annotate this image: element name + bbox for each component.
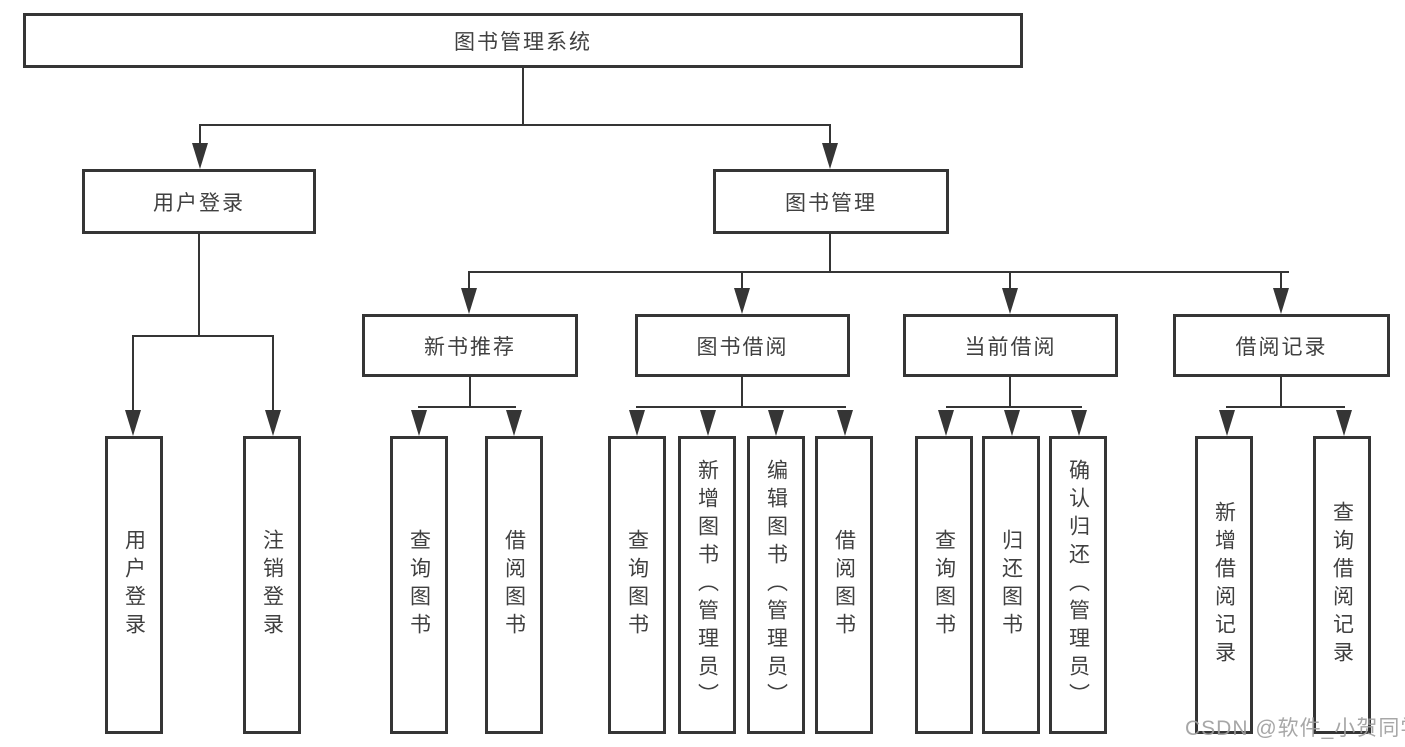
node-book-management: 图书管理 (713, 169, 949, 234)
arrowhead-icon (265, 410, 281, 436)
connector-line (469, 375, 471, 408)
leaf-query-borrow-record: 查询借阅记录 (1313, 436, 1371, 734)
leaf-query-books: 查询图书 (608, 436, 666, 734)
node-user-login: 用户登录 (82, 169, 316, 234)
node-label: 借阅记录 (1235, 335, 1328, 359)
leaf-query-books: 查询图书 (915, 436, 973, 734)
connector-line (946, 406, 1082, 408)
leaf-confirm-return-admin: 确认归还（管理员） (1049, 436, 1107, 734)
node-label: 查询借阅记录 (1330, 501, 1354, 669)
leaf-edit-books-admin: 编辑图书（管理员） (747, 436, 805, 734)
connector-line (522, 67, 524, 125)
connector-line (132, 337, 134, 412)
leaf-logout: 注销登录 (243, 436, 301, 734)
connector-line (199, 124, 831, 126)
node-label: 图书借阅 (696, 335, 789, 359)
arrowhead-icon (629, 410, 645, 436)
arrowhead-icon (1071, 410, 1087, 436)
node-label: 图书管理系统 (454, 30, 592, 54)
connector-line (636, 406, 846, 408)
leaf-add-books-admin: 新增图书（管理员） (678, 436, 736, 734)
node-label: 当前借阅 (964, 335, 1057, 359)
arrowhead-icon (1004, 410, 1020, 436)
node-current-borrowing: 当前借阅 (903, 314, 1118, 377)
arrowhead-icon (411, 410, 427, 436)
connector-line (1280, 375, 1282, 408)
node-new-book-recommendation: 新书推荐 (362, 314, 578, 377)
leaf-query-books: 查询图书 (390, 436, 448, 734)
watermark: CSDN @软件_小贺同学 (1185, 717, 1405, 740)
connector-line (829, 126, 831, 146)
arrowhead-icon (768, 410, 784, 436)
connector-line (199, 126, 201, 146)
arrowhead-icon (938, 410, 954, 436)
node-borrowing-records: 借阅记录 (1173, 314, 1390, 377)
node-library-management-system: 图书管理系统 (23, 13, 1023, 68)
node-book-borrowing: 图书借阅 (635, 314, 850, 377)
arrowhead-icon (1002, 288, 1018, 314)
node-label: 借阅图书 (832, 529, 856, 641)
arrowhead-icon (461, 288, 477, 314)
node-label: 查询图书 (625, 529, 649, 641)
arrowhead-icon (822, 143, 838, 169)
connector-line (829, 233, 831, 273)
connector-line (1009, 375, 1011, 408)
node-label: 编辑图书（管理员） (764, 459, 788, 711)
leaf-return-books: 归还图书 (982, 436, 1040, 734)
arrowhead-icon (1219, 410, 1235, 436)
connector-line (1009, 273, 1011, 290)
node-label: 新增图书（管理员） (695, 459, 719, 711)
connector-line (741, 273, 743, 290)
node-label: 图书管理 (785, 191, 877, 215)
connector-line (1280, 273, 1282, 290)
leaf-borrow-books: 借阅图书 (815, 436, 873, 734)
arrowhead-icon (1273, 288, 1289, 314)
node-label: 新增借阅记录 (1212, 501, 1236, 669)
node-label: 新书推荐 (424, 335, 516, 359)
connector-line (418, 406, 516, 408)
connector-line (198, 233, 200, 337)
leaf-user-login: 用户登录 (105, 436, 163, 734)
arrowhead-icon (125, 410, 141, 436)
arrowhead-icon (192, 143, 208, 169)
node-label: 确认归还（管理员） (1066, 459, 1090, 711)
connector-line (468, 273, 470, 290)
node-label: 用户登录 (153, 191, 245, 215)
node-label: 注销登录 (260, 529, 284, 641)
leaf-add-borrow-record: 新增借阅记录 (1195, 436, 1253, 734)
connector-line (468, 271, 1289, 273)
node-label: 归还图书 (999, 529, 1023, 641)
arrowhead-icon (506, 410, 522, 436)
arrowhead-icon (837, 410, 853, 436)
node-label: 借阅图书 (502, 529, 526, 641)
connector-line (1226, 406, 1345, 408)
connector-line (132, 335, 274, 337)
connector-line (741, 375, 743, 408)
node-label: 用户登录 (122, 529, 146, 641)
arrowhead-icon (734, 288, 750, 314)
arrowhead-icon (700, 410, 716, 436)
node-label: 查询图书 (932, 529, 956, 641)
leaf-borrow-books: 借阅图书 (485, 436, 543, 734)
node-label: 查询图书 (407, 529, 431, 641)
connector-line (272, 337, 274, 412)
arrowhead-icon (1336, 410, 1352, 436)
